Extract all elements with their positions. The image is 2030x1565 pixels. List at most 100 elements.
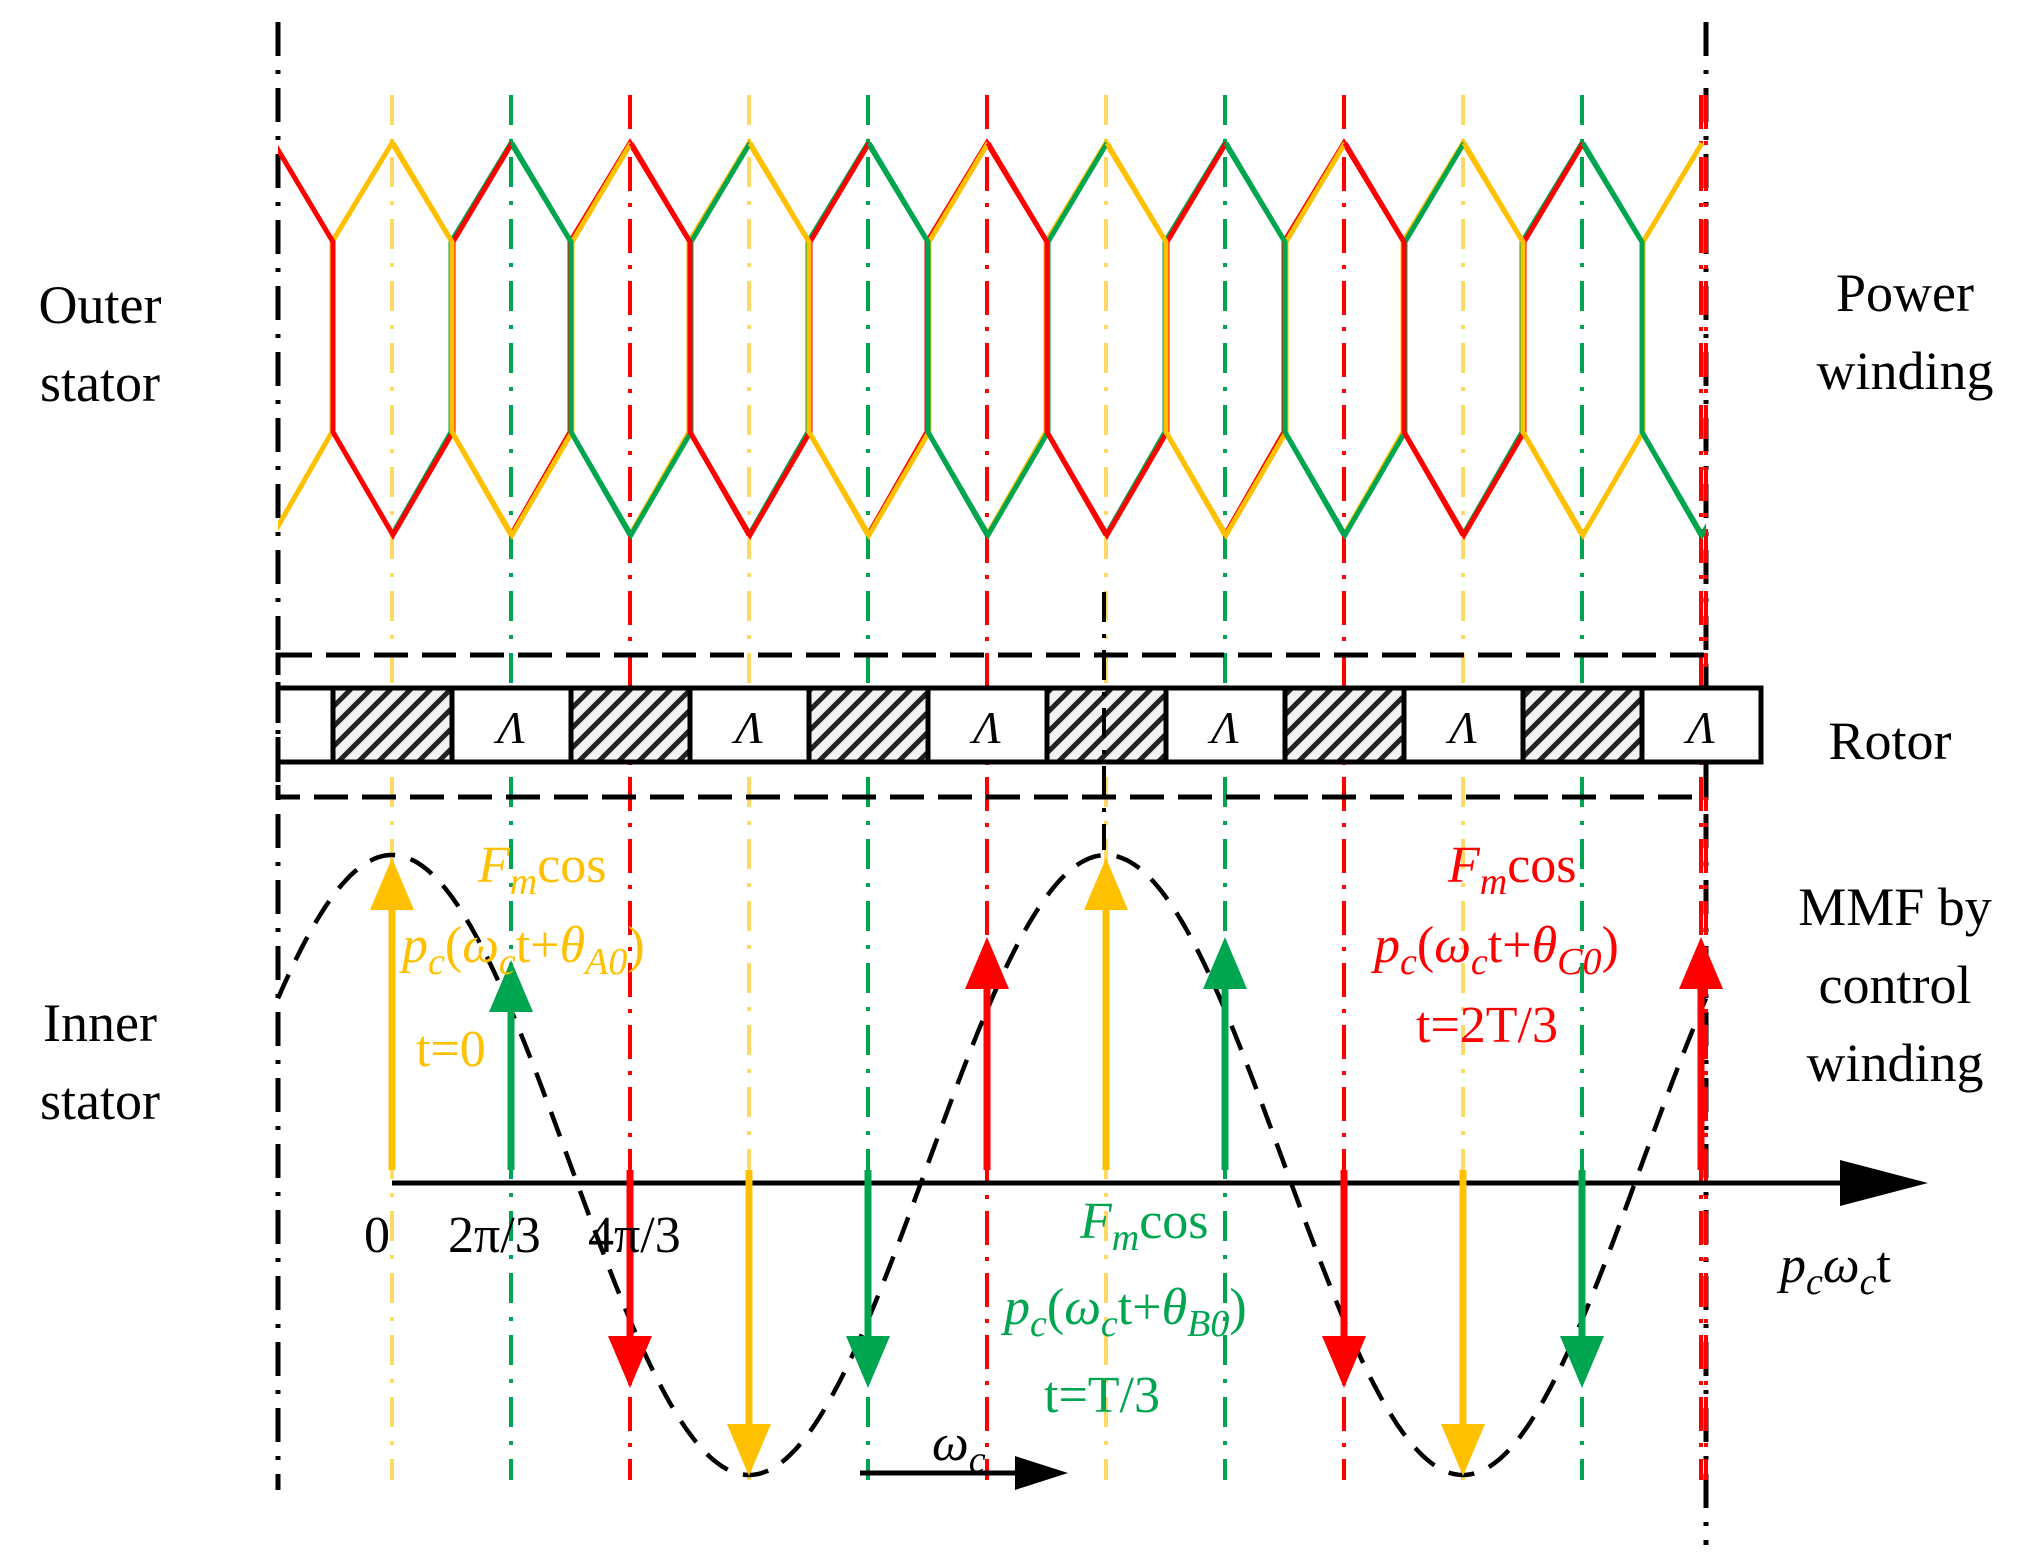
rotor-slot-label: Λ [731, 702, 763, 753]
x-label-c1: c [1806, 1261, 1823, 1303]
rotor-label-text: Rotor [1828, 711, 1952, 771]
b-t-plus: t+ [1117, 1279, 1162, 1336]
b-p: p [1004, 1279, 1030, 1336]
c-m: m [1479, 861, 1508, 903]
a-F: F [478, 837, 510, 894]
tick-4pi-3: 4π/3 [588, 1207, 681, 1264]
b-c: c [1030, 1303, 1047, 1345]
b-theta: θ [1161, 1279, 1188, 1336]
mmf-arrowhead-b [489, 960, 533, 1012]
c-t-plus: t+ [1487, 917, 1532, 974]
b-m: m [1111, 1217, 1140, 1259]
mmf-arrowhead-c [965, 937, 1009, 989]
a-m: m [509, 861, 538, 903]
mmf-arrowhead-c [608, 1336, 652, 1388]
rotor-tooth-hatched [1520, 685, 1645, 765]
phase-b-time: t=T/3 [1044, 1367, 1160, 1424]
mmf-arrowhead-b [846, 1336, 890, 1388]
rotor-tooth-hatched [1044, 685, 1169, 765]
phase-b-formula: Fmcos [1080, 1182, 1209, 1278]
mmf-line1: MMF by [1798, 877, 1992, 937]
b-paren-close: ) [1229, 1279, 1247, 1336]
phase-c-time: t=2T/3 [1416, 997, 1558, 1054]
mmf-arrowhead-a [1084, 858, 1128, 910]
tick-2pi-3: 2π/3 [448, 1207, 541, 1264]
inner-stator-line1: Inner [43, 993, 157, 1053]
rotor-tooth-hatched [568, 685, 693, 765]
b-cos: cos [1139, 1193, 1209, 1250]
rotor-tooth-hatched [330, 685, 455, 765]
x-label-p: p [1780, 1237, 1806, 1294]
mmf-arrowhead-c [1679, 937, 1723, 989]
outer-stator-label: Outer stator [18, 266, 182, 422]
omega-c-label: ωc [932, 1404, 986, 1500]
rotor-slot [1639, 685, 1764, 765]
a-t-plus: t+ [515, 917, 560, 974]
c-c: c [1400, 941, 1417, 983]
x-label-t: t [1876, 1237, 1891, 1294]
c-paren-close: ) [1601, 917, 1619, 974]
a-p: p [402, 917, 428, 974]
a-paren-open: ( [444, 917, 463, 974]
rotor-slot-label: Λ [969, 702, 1001, 753]
mmf-arrowhead-a [370, 858, 414, 910]
rotor-slot-label: Λ [493, 702, 525, 753]
rotor-slot-label: Λ [1445, 702, 1477, 753]
rotor-slot [687, 685, 812, 765]
inner-stator-label: Inner stator [18, 984, 182, 1140]
omega-sub-c: c [968, 1439, 986, 1481]
b-omega: ω [1064, 1279, 1101, 1336]
b-c2: c [1100, 1303, 1118, 1345]
mmf-arrowhead-a [1441, 1424, 1485, 1476]
mmf-by-control-winding-label: MMF by control winding [1760, 868, 2030, 1102]
x-axis-arrowhead [1840, 1160, 1928, 1206]
a-omega: ω [462, 917, 499, 974]
power-winding-line2: winding [1816, 341, 1994, 401]
mmf-arrowhead-a [727, 1424, 771, 1476]
inner-stator-line2: stator [40, 1071, 160, 1131]
power-winding-label: Power winding [1790, 254, 2020, 410]
c-cos: cos [1507, 837, 1577, 894]
a-cos: cos [537, 837, 607, 894]
c-F: F [1448, 837, 1480, 894]
rotor-tooth-hatched [1282, 685, 1407, 765]
power-winding-line1: Power [1836, 263, 1974, 323]
phase-b-formula-line2: pc(ωct+θB0) [1004, 1268, 1247, 1364]
a-theta: θ [559, 917, 586, 974]
mmf-arrowhead-c [1322, 1336, 1366, 1388]
b-F: F [1080, 1193, 1112, 1250]
a-c: c [428, 941, 445, 983]
c-omega: ω [1434, 917, 1471, 974]
x-label-omega: ω [1822, 1237, 1860, 1294]
coil-return-b [1580, 141, 1706, 540]
phase-c-formula: Fmcos [1448, 826, 1577, 922]
rotor-slot-label: Λ [1207, 702, 1239, 753]
rotation-arrowhead [1015, 1456, 1068, 1490]
a-sub: A0 [585, 941, 628, 983]
rotor-slot [1163, 685, 1288, 765]
x-axis-label: pcωct [1780, 1226, 1891, 1322]
phase-a-formula: Fmcos [478, 826, 607, 922]
c-theta: θ [1531, 917, 1558, 974]
c-sub: C0 [1557, 941, 1602, 983]
c-p: p [1374, 917, 1400, 974]
a-c2: c [498, 941, 516, 983]
mmf-sinusoid-curve [275, 852, 1709, 1478]
phase-c-formula-line2: pc(ωct+θC0) [1374, 906, 1619, 1002]
mmf-arrowhead-b [1203, 937, 1247, 989]
rotor-slot-label: Λ [1683, 702, 1715, 753]
outer-stator-line1: Outer [38, 275, 162, 335]
b-paren-open: ( [1046, 1279, 1065, 1336]
a-paren-close: ) [627, 917, 645, 974]
outer-stator-line2: stator [40, 353, 160, 413]
rotor-label: Rotor [1790, 702, 1990, 780]
phase-a-time: t=0 [416, 1021, 486, 1078]
c-paren-open: ( [1416, 917, 1435, 974]
mmf-line3: winding [1806, 1033, 1984, 1093]
mmf-arrows [370, 858, 1723, 1476]
power-winding-coils [278, 138, 1706, 540]
b-sub: B0 [1187, 1303, 1230, 1345]
c-c2: c [1470, 941, 1488, 983]
